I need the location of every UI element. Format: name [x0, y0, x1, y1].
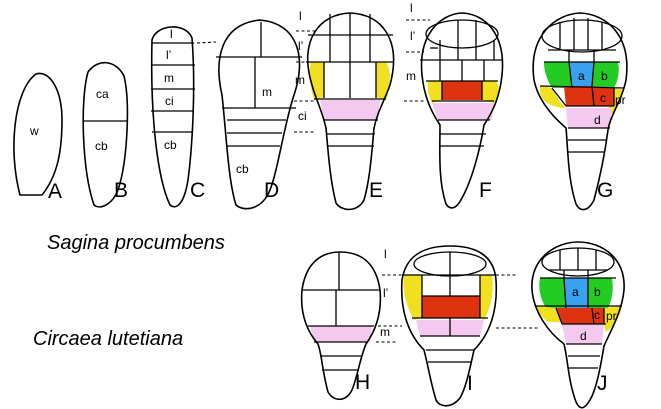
- cell-label-pr: pr: [606, 309, 617, 323]
- embryo-B: ca cb B: [83, 63, 128, 207]
- cell-label-l-prime: l’: [166, 48, 171, 62]
- tier-c: [422, 296, 480, 318]
- cell-label-b: b: [594, 285, 601, 299]
- species-label-top: Sagina procumbens: [47, 232, 225, 254]
- embryo-I: I: [402, 246, 540, 406]
- tier-label-ci: ci: [298, 109, 307, 123]
- tier-label-l-prime: l’: [298, 39, 303, 53]
- tier-label-l: l: [384, 247, 387, 261]
- tier-c: [442, 81, 482, 100]
- embryo-E: E l l’ m ci: [294, 9, 394, 209]
- cell-label-cb: cb: [236, 162, 249, 176]
- tier-pr-left: [403, 275, 422, 320]
- panel-label-D: D: [264, 179, 279, 202]
- panel-label-C: C: [190, 179, 205, 202]
- tier-label-m: m: [295, 73, 305, 87]
- tier-label-m: m: [406, 69, 416, 83]
- cell-label-a: a: [572, 285, 579, 299]
- panel-label-A: A: [48, 180, 62, 203]
- cell-c-left: [564, 86, 594, 106]
- cell-label-d: d: [580, 329, 587, 343]
- embryo-J: a b c pr d J: [532, 242, 624, 408]
- cell-label-b: b: [601, 69, 608, 83]
- tier-label-m: m: [380, 325, 390, 339]
- cell-label-m: m: [164, 71, 174, 85]
- tier-pr-right: [376, 62, 390, 100]
- panel-label-I: I: [467, 372, 473, 395]
- tier-label-l-prime: l’: [410, 29, 415, 43]
- panel-label-F: F: [479, 179, 492, 202]
- cell-b-left: [539, 278, 566, 308]
- cell-label-ci: ci: [165, 94, 174, 108]
- cell-label-m: m: [262, 85, 272, 99]
- tier-pr-left: [310, 62, 324, 100]
- cell-label-pr: pr: [615, 93, 626, 107]
- cell-label-cb: cb: [95, 139, 108, 153]
- tier-d: [320, 100, 380, 120]
- embryo-F: F l l’ m: [404, 1, 503, 208]
- embryo-H: H l l’ m: [302, 247, 404, 399]
- panel-label-J: J: [597, 372, 608, 395]
- cell-label-l: l: [170, 27, 173, 41]
- tier-d: [310, 326, 372, 342]
- tier-d: [432, 103, 494, 120]
- cell-b-left: [544, 62, 572, 88]
- panel-label-E: E: [369, 179, 383, 202]
- cell-label-c: c: [600, 91, 606, 105]
- tier-pr-right: [480, 275, 493, 320]
- cell-d: [566, 108, 612, 128]
- embryo-G: a b c pr d G: [533, 13, 627, 210]
- tier-label-l-prime: l’: [383, 286, 388, 300]
- embryo-C: l l’ m ci cb C: [151, 27, 216, 207]
- embryo-A: w A: [14, 73, 62, 203]
- cell-label-w: w: [29, 124, 39, 138]
- cell-label-c: c: [594, 308, 600, 322]
- cell-label-ca: ca: [96, 87, 109, 101]
- panel-label-H: H: [355, 371, 370, 394]
- species-label-bottom: Circaea lutetiana: [33, 328, 183, 350]
- panel-label-G: G: [597, 179, 613, 202]
- cell-label-d: d: [594, 113, 601, 127]
- panel-label-B: B: [114, 179, 128, 202]
- tier-label-l: l: [299, 9, 302, 23]
- tier-label-l: l: [410, 1, 413, 15]
- embryo-D: m cb D: [216, 20, 302, 209]
- tier-pr-left: [428, 81, 442, 103]
- cell-label-a: a: [578, 69, 585, 83]
- cell-label-cb: cb: [164, 138, 177, 152]
